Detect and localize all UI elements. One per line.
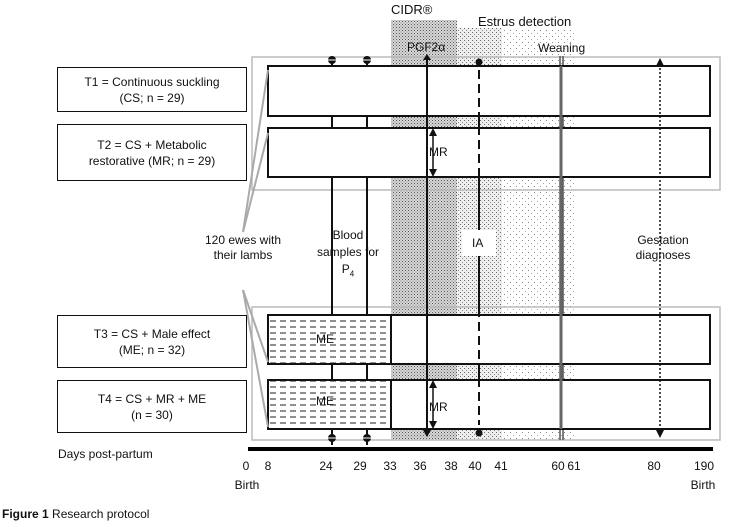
gestation-label: Gestation diagnoses — [623, 233, 703, 263]
group-title: T4 = CS + MR + ME — [97, 391, 207, 406]
group-detail: (n = 30) — [131, 407, 173, 422]
group-t2-label: T2 = CS + Metabolic restorative (MR; n =… — [57, 124, 247, 181]
caption-number: Figure 1 — [2, 507, 49, 521]
p-label: P — [341, 262, 350, 276]
cidr-label: CIDR® — [391, 2, 433, 17]
tick-label: 60 — [551, 459, 565, 473]
tick-label: 8 — [264, 459, 272, 473]
tick-label: 0 — [242, 459, 250, 473]
caption-text: Research protocol — [48, 507, 150, 521]
group-t1-label: T1 = Continuous suckling (CS; n = 29) — [57, 67, 247, 112]
tick-label: 61 — [567, 459, 581, 473]
tick-label: 41 — [494, 459, 508, 473]
group-frame-bottom — [251, 306, 721, 441]
pgf-label: PGF2α — [407, 40, 446, 54]
p-subscript: 4 — [349, 269, 355, 279]
ewes-line2: their lambs — [213, 248, 273, 262]
bar-t1 — [267, 65, 711, 117]
ewes-label: 120 ewes with their lambs — [198, 233, 288, 263]
group-detail: (CS; n = 29) — [119, 90, 185, 105]
figure-caption: Figure 1 Research protocol — [2, 507, 149, 521]
days-postpartum-label: Days post-partum — [58, 447, 153, 461]
tick-label: 190 — [693, 459, 715, 473]
estrus-detection-label: Estrus detection — [478, 14, 572, 29]
me-period-t4 — [267, 379, 392, 430]
weaning-label: Weaning — [538, 41, 586, 55]
birth-label-start: Birth — [234, 478, 260, 492]
me-label-t3: ME — [316, 332, 334, 346]
ewes-line1: 120 ewes with — [204, 233, 282, 247]
me-label-t4: ME — [316, 394, 334, 408]
blood-line2: samples for — [316, 245, 380, 259]
tick-label: 38 — [444, 459, 458, 473]
birth-label-end: Birth — [690, 478, 716, 492]
tick-label: 33 — [383, 459, 397, 473]
blood-samples-label: Blood samples for P4 — [303, 227, 393, 282]
tick-label: 24 — [319, 459, 333, 473]
group-title: T1 = Continuous suckling — [84, 74, 220, 89]
mr-label-t4: MR — [429, 400, 448, 414]
ia-label: IA — [472, 236, 484, 250]
gestation-line1: Gestation — [637, 233, 689, 247]
group-detail: (ME; n = 32) — [118, 342, 186, 357]
group-t4-label: T4 = CS + MR + ME (n = 30) — [57, 380, 247, 433]
group-t3-label: T3 = CS + Male effect (ME; n = 32) — [57, 315, 247, 368]
tick-label: 40 — [468, 459, 482, 473]
blood-line1: Blood — [332, 228, 364, 242]
blood-line3: P4 — [303, 261, 393, 282]
group-detail: restorative (MR; n = 29) — [88, 153, 216, 168]
gestation-line2: diagnoses — [635, 248, 691, 262]
group-title: T2 = CS + Metabolic — [97, 137, 207, 152]
bar-t2 — [267, 127, 711, 178]
group-title: T3 = CS + Male effect — [93, 326, 211, 341]
tick-label: 29 — [353, 459, 367, 473]
mr-label-t2: MR — [429, 145, 448, 159]
me-period-t3 — [267, 314, 392, 365]
group-frame-top — [251, 56, 721, 191]
tick-label: 36 — [413, 459, 427, 473]
tick-label: 80 — [647, 459, 661, 473]
